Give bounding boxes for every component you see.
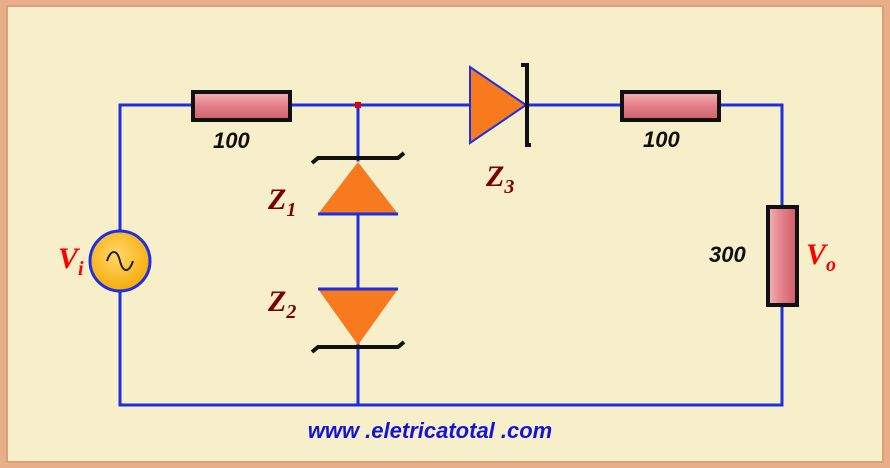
zener-z1-label: Z1 (267, 183, 296, 221)
resistor-r2 (620, 90, 721, 122)
resistor-r3-label: 300 (709, 242, 746, 267)
wire-top-end (717, 103, 784, 209)
ac-source (88, 229, 152, 293)
resistor-r3 (766, 205, 799, 307)
panel (6, 5, 884, 463)
wires (118, 103, 784, 407)
zener-z2 (310, 287, 406, 354)
zener-z1 (310, 151, 406, 216)
sine-wave-icon (106, 251, 134, 271)
resistor-r2-label: 100 (643, 127, 680, 152)
output-voltage-label: Vo (806, 238, 836, 276)
resistor-r1 (191, 90, 292, 122)
zener-z3-label: Z3 (485, 160, 514, 198)
website-watermark: www .eletricatotal .com (308, 418, 553, 443)
input-voltage-label: Vi (58, 242, 84, 280)
zener-z2-label: Z2 (267, 285, 296, 323)
zener-z3 (469, 63, 531, 147)
junction-dot (355, 102, 361, 108)
resistor-r1-label: 100 (213, 128, 250, 153)
